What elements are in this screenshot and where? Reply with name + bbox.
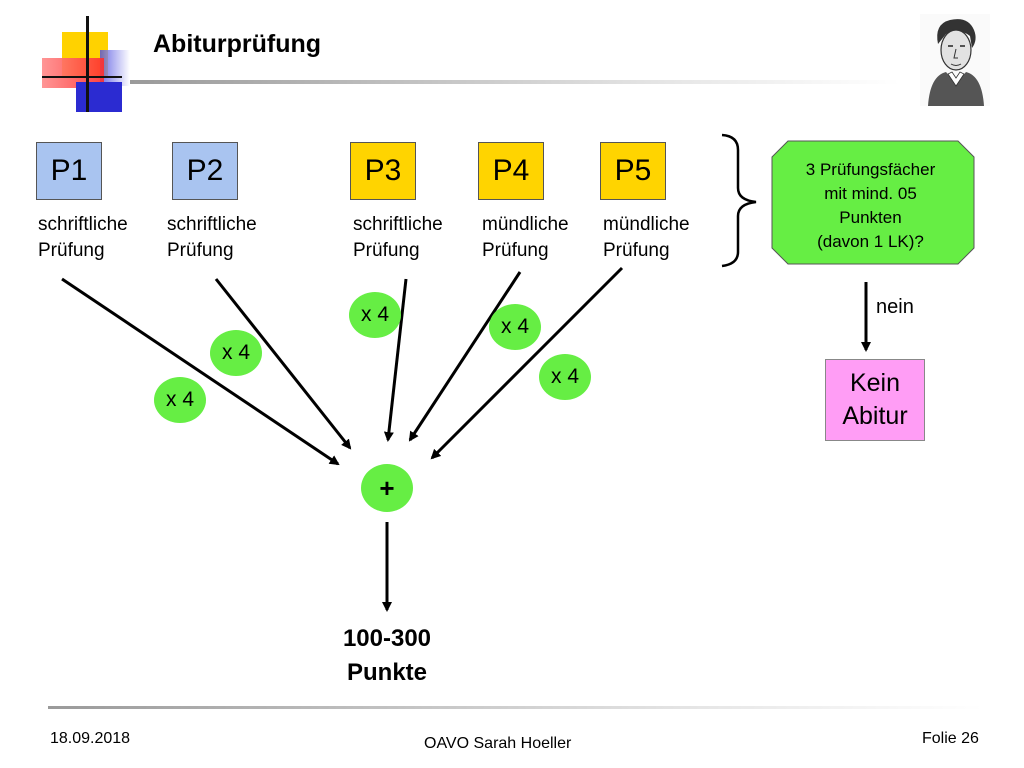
multiplier-p3: x 4 [349, 292, 401, 338]
exam-box-p5: P5 [600, 142, 666, 200]
logo-vertical-line [86, 16, 89, 112]
exam-box-p3: P3 [350, 142, 416, 200]
footer-slide-number: Folie 26 [922, 730, 979, 747]
condition-callout [771, 140, 975, 265]
exam-label-p2: schriftliche Prüfung [167, 214, 257, 261]
arrow-p5-to-sum [430, 266, 624, 460]
exam-label-p5: mündliche Prüfung [603, 214, 690, 261]
arrow-p3-to-sum [383, 278, 408, 442]
no-label: nein [876, 296, 914, 318]
logo-fade-square [100, 50, 130, 86]
condition-text: 3 Prüfungsfächer mit mind. 05 Punkten (d… [805, 160, 936, 251]
brace [721, 133, 757, 268]
arrow-p2-to-sum [214, 278, 352, 450]
exam-box-p2: P2 [172, 142, 238, 200]
logo-horizontal-line [42, 76, 122, 78]
multiplier-p2: x 4 [210, 330, 262, 376]
sum-node: + [361, 464, 413, 512]
title-divider [130, 80, 900, 84]
exam-label-p3: schriftliche Prüfung [353, 214, 443, 261]
logo-blue-square [76, 82, 122, 112]
result-points: 100-300 Punkte [342, 625, 432, 686]
footer-date: 18.09.2018 [50, 730, 131, 747]
arrow-p4-to-sum [408, 271, 522, 442]
footer-divider [48, 706, 983, 709]
multiplier-p4: x 4 [489, 304, 541, 350]
page-title: Abiturprüfung [153, 30, 322, 58]
footer-author: OAVO Sarah Hoeller [424, 735, 572, 752]
multiplier-p5: x 4 [539, 354, 591, 400]
exam-label-p1: schriftliche Prüfung [38, 214, 128, 261]
exam-label-p4: mündliche Prüfung [482, 214, 569, 261]
arrow-p1-to-sum [61, 277, 340, 466]
exam-box-p1: P1 [36, 142, 102, 200]
multiplier-p1: x 4 [154, 377, 206, 423]
fail-box: Kein Abitur [825, 359, 925, 441]
portrait-image [920, 14, 990, 106]
exam-box-p4: P4 [478, 142, 544, 200]
